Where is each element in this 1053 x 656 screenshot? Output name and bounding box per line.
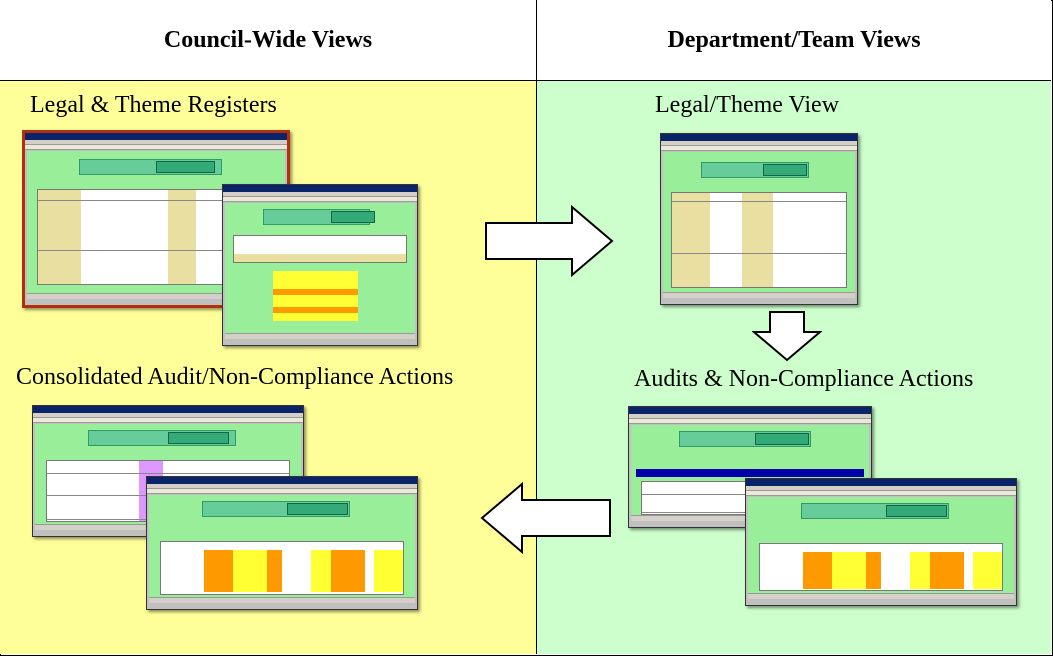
header-council-wide: Council-Wide Views	[0, 0, 537, 81]
screenshot-nca	[745, 478, 1017, 606]
arrow-right-icon	[485, 205, 614, 277]
arrow-down-icon	[752, 311, 822, 362]
label-consolidated-audit: Consolidated Audit/Non-Compliance Action…	[16, 364, 454, 390]
screenshot-legal-theme-view	[660, 133, 858, 305]
screenshot-theme-register	[222, 184, 418, 346]
screenshot-consolidated-nca	[146, 476, 418, 610]
arrow-left-icon	[480, 482, 611, 554]
label-audits-nca: Audits & Non-Compliance Actions	[634, 366, 974, 392]
label-legal-theme-view: Legal/Theme View	[655, 92, 840, 118]
header-department-team: Department/Team Views	[537, 0, 1051, 81]
label-legal-theme-registers: Legal & Theme Registers	[30, 92, 277, 118]
